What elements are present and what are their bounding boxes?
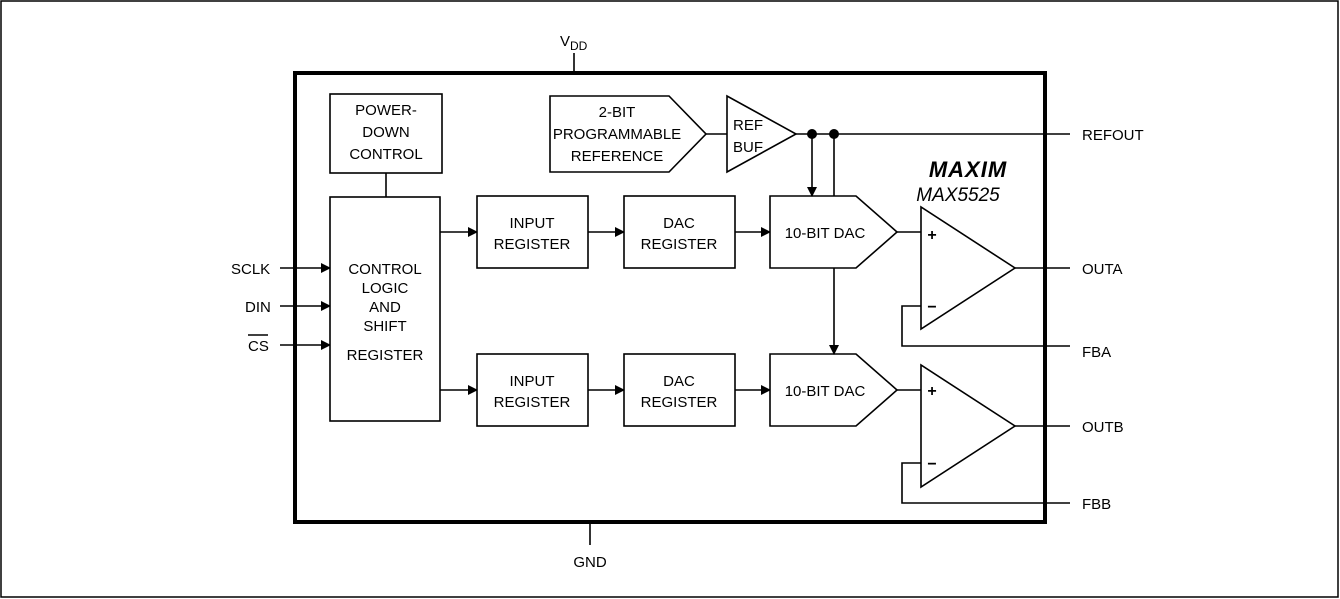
input-register-b-line1: INPUT	[510, 373, 555, 390]
control-logic-block	[329, 196, 441, 422]
amp-b-minus: −	[927, 456, 936, 473]
din-label: DIN	[245, 299, 271, 316]
ref-buffer-amp	[726, 94, 798, 174]
dac-register-a-block	[623, 195, 736, 269]
control-logic-line2: LOGIC	[362, 280, 409, 297]
part-number: MAX5525	[916, 185, 1000, 206]
input-register-b-block	[476, 353, 589, 427]
power-down-line3: CONTROL	[349, 146, 422, 163]
output-amp-b	[920, 363, 1017, 489]
control-logic-line4: SHIFT	[363, 318, 406, 335]
programmable-reference-line2: PROGRAMMABLE	[553, 126, 681, 143]
power-down-line1: POWER-	[355, 102, 417, 119]
amp-b-plus: +	[927, 383, 936, 400]
input-register-b-line2: REGISTER	[494, 394, 571, 411]
amp-a-plus: +	[927, 227, 936, 244]
amp-a-minus: −	[927, 299, 936, 316]
maxim-logo: MAXIM	[929, 157, 1007, 182]
dac-a-label: 10-BIT DAC	[785, 225, 866, 242]
control-logic-line5: REGISTER	[347, 347, 424, 364]
control-logic-line3: AND	[369, 299, 401, 316]
sclk-label: SCLK	[231, 261, 270, 278]
dac-register-a-line1: DAC	[663, 215, 695, 232]
gnd-label: GND	[573, 554, 607, 571]
input-register-a-block	[476, 195, 589, 269]
vdd-label: VDD	[560, 33, 588, 53]
dac-b-block	[769, 353, 899, 427]
programmable-reference-line1: 2-BIT	[599, 104, 636, 121]
ref-buffer-line2: BUF	[733, 139, 763, 156]
cs-label: CS	[248, 338, 269, 355]
dac-register-b-line1: DAC	[663, 373, 695, 390]
fba-wire	[901, 305, 1070, 347]
dac-register-b-line2: REGISTER	[641, 394, 718, 411]
output-amp-a	[920, 205, 1017, 331]
outb-label: OUTB	[1082, 419, 1124, 436]
chip-outline	[293, 71, 1047, 524]
input-register-a-line1: INPUT	[510, 215, 555, 232]
fbb-label: FBB	[1082, 496, 1111, 513]
input-register-a-line2: REGISTER	[494, 236, 571, 253]
ref-buffer-line1: REF	[733, 117, 763, 134]
dac-b-label: 10-BIT DAC	[785, 383, 866, 400]
dac-register-a-line2: REGISTER	[641, 236, 718, 253]
dac-register-b-block	[623, 353, 736, 427]
programmable-reference-block	[549, 95, 708, 173]
refout-label: REFOUT	[1082, 127, 1144, 144]
programmable-reference-line3: REFERENCE	[571, 148, 664, 165]
dac-a-block	[769, 195, 899, 269]
control-logic-line1: CONTROL	[348, 261, 421, 278]
power-down-line2: DOWN	[362, 124, 410, 141]
fbb-wire	[901, 462, 1070, 504]
fba-label: FBA	[1082, 344, 1111, 361]
outa-label: OUTA	[1082, 261, 1123, 278]
